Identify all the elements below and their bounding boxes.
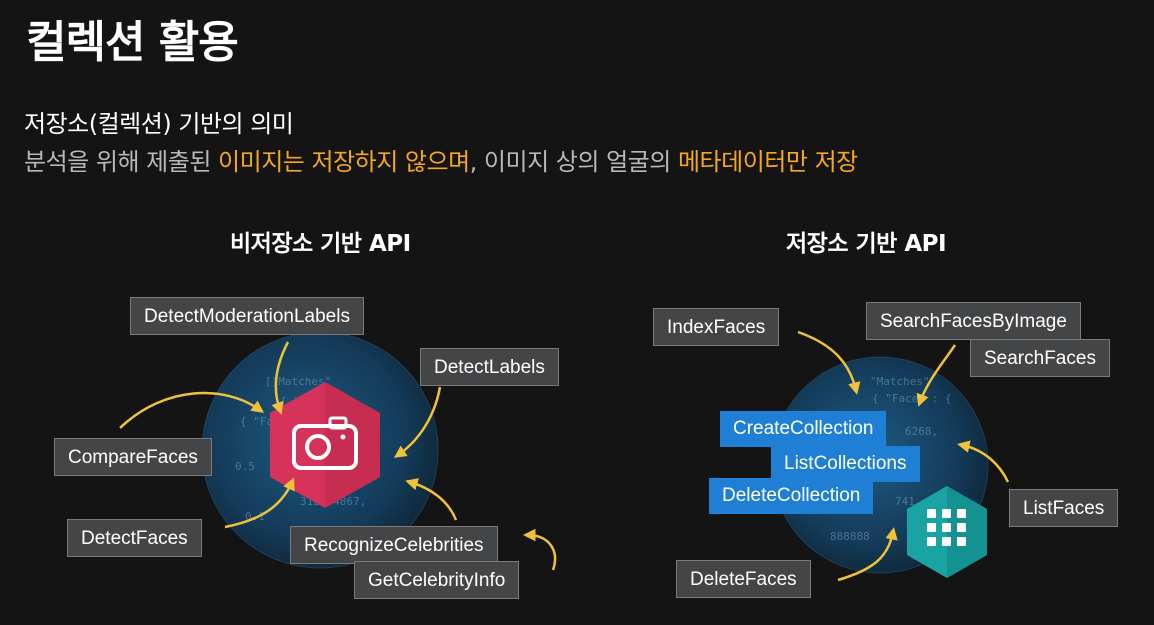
api-list-collections: ListCollections (771, 446, 920, 482)
svg-text:741: 741 (895, 495, 915, 508)
description-highlight2: 메타데이터만 저장 (677, 148, 858, 176)
api-index-faces: IndexFaces (653, 308, 780, 346)
description-highlight1: 이미지는 저장하지 않으며 (218, 148, 470, 176)
camera-icon (270, 382, 380, 508)
left-arrows (119, 341, 557, 571)
non-storage-api-title: 비저장소 기반 API (230, 231, 411, 257)
api-detect-labels: DetectLabels (420, 348, 559, 386)
description: 분석을 위해 제출된 이미지는 저장하지 않으며, 이미지 상의 얼굴의 메타데… (24, 142, 858, 177)
svg-text:"Matches": "Matches" (870, 375, 930, 388)
api-delete-collection: DeleteCollection (709, 478, 874, 514)
page-title: 컬렉션 활용 (26, 17, 239, 68)
api-create-collection: CreateCollection (720, 411, 887, 447)
api-recognize-celebrities: RecognizeCelebrities (290, 526, 498, 564)
subtitle: 저장소(컬렉션) 기반의 의미 (24, 110, 294, 138)
api-get-celebrity-info: GetCelebrityInfo (354, 561, 520, 599)
svg-text:6268,: 6268, (905, 425, 938, 438)
svg-text:{ "Face" : {: { "Face" : { (872, 392, 951, 405)
right-arrows (797, 330, 1010, 582)
svg-text:888888: 888888 (830, 530, 870, 543)
svg-text:["Matches": ["Matches" (265, 375, 331, 388)
storage-api-title: 저장소 기반 API (786, 231, 947, 257)
description-part1: 분석을 위해 제출된 (24, 148, 219, 176)
api-search-faces: SearchFaces (970, 339, 1110, 377)
api-detect-faces: DetectFaces (67, 519, 202, 557)
api-detect-moderation-labels: DetectModerationLabels (130, 297, 364, 335)
svg-text:{ "Fac: { "Fac (240, 415, 280, 428)
api-delete-faces: DeleteFaces (676, 560, 811, 598)
api-search-faces-by-image: SearchFacesByImage (866, 302, 1081, 340)
description-part2: , 이미지 상의 얼굴의 (469, 148, 678, 176)
svg-text:0.5: 0.5 (235, 460, 255, 473)
grid-icon (907, 486, 987, 578)
api-list-faces: ListFaces (1009, 489, 1119, 527)
api-compare-faces: CompareFaces (54, 438, 212, 476)
